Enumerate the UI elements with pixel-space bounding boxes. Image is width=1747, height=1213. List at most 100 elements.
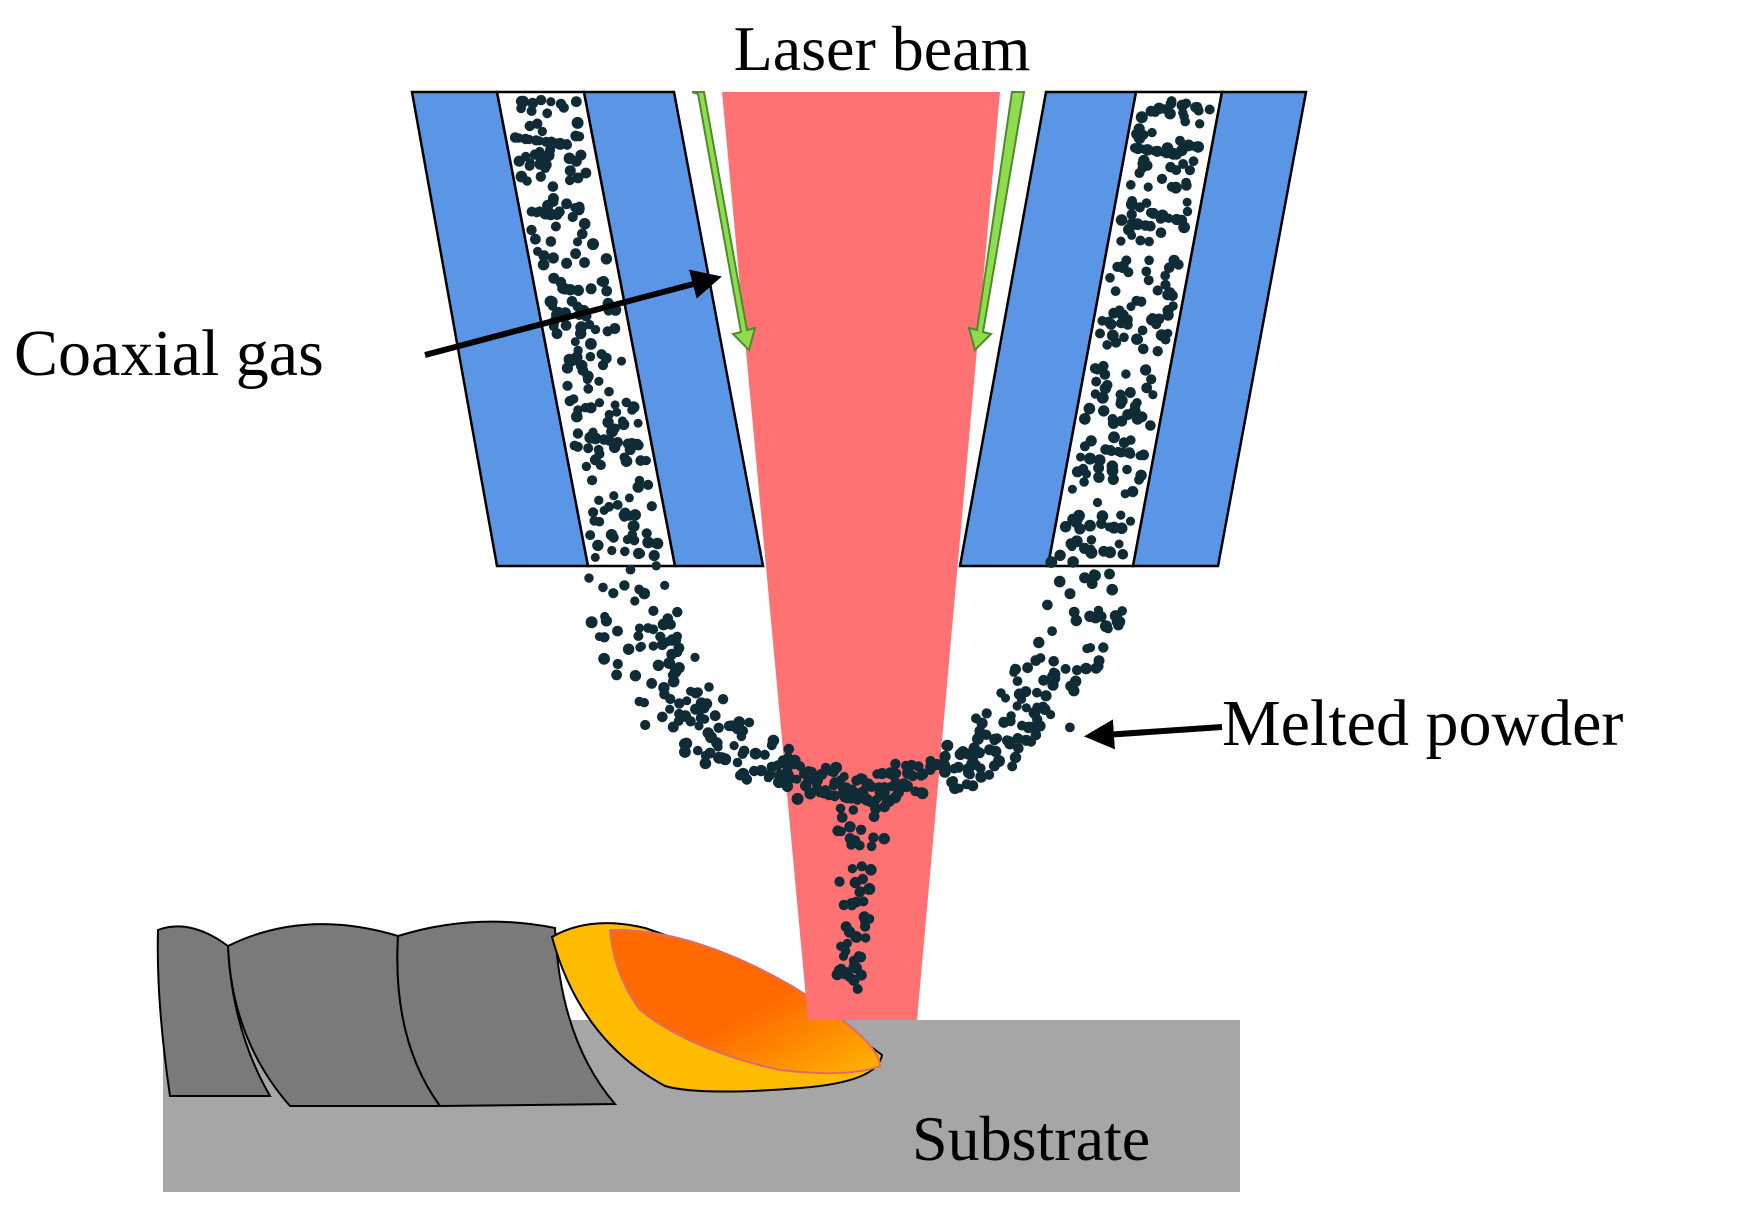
powder-particle [1141, 364, 1152, 375]
powder-particle [587, 475, 598, 486]
powder-particle [600, 253, 613, 265]
powder-particle [590, 552, 600, 562]
powder-particle [604, 386, 614, 397]
powder-particle [1037, 701, 1049, 713]
powder-particle [629, 670, 642, 682]
powder-particle [698, 702, 710, 714]
left-channel-powder [509, 94, 664, 562]
powder-particle [1125, 516, 1136, 526]
powder-particle [755, 764, 767, 777]
powder-particle [868, 832, 879, 843]
powder-particle [886, 782, 896, 792]
powder-particle [939, 766, 951, 778]
powder-particle [1095, 328, 1105, 339]
powder-particle [1166, 181, 1177, 192]
powder-particle [741, 774, 753, 785]
powder-particle [650, 538, 660, 549]
powder-particle [1178, 159, 1189, 169]
powder-particle [844, 821, 856, 833]
powder-particle [853, 788, 863, 798]
powder-particle [1127, 486, 1139, 498]
powder-particle [1093, 471, 1105, 483]
powder-particle [1014, 734, 1025, 744]
powder-particle [1152, 346, 1163, 357]
powder-particle [680, 737, 693, 750]
powder-particle [1168, 301, 1178, 311]
powder-particle [620, 455, 633, 468]
melted-powder-label: Melted powder [1222, 687, 1623, 760]
powder-particle [855, 824, 867, 835]
powder-particle [709, 710, 721, 722]
powder-particle [783, 743, 795, 755]
powder-particle [633, 631, 644, 641]
substrate-label: Substrate [912, 1103, 1150, 1174]
powder-particle [1133, 334, 1144, 345]
powder-particle [641, 528, 652, 539]
powder-particle [866, 781, 877, 792]
powder-particle [991, 733, 1003, 744]
powder-particle [1030, 655, 1042, 666]
powder-particle [577, 228, 588, 240]
powder-particle [1079, 477, 1089, 487]
powder-particle [1108, 307, 1120, 319]
powder-particle [1022, 662, 1033, 674]
left-gas-flow-arrow [691, 91, 757, 352]
powder-particle [1179, 111, 1189, 122]
powder-particle [1080, 413, 1091, 424]
powder-particle [836, 775, 846, 785]
powder-particle [1042, 599, 1053, 611]
powder-particle [588, 427, 598, 437]
powder-particle [1080, 662, 1092, 675]
powder-particle [732, 757, 743, 768]
powder-particle [773, 776, 785, 789]
right-nozzle-outer-wall [1131, 90, 1308, 568]
powder-particle [967, 780, 979, 792]
powder-particle [651, 561, 661, 571]
powder-particle [828, 781, 839, 791]
powder-particle [876, 768, 888, 780]
powder-particle [713, 722, 724, 733]
powder-particle [685, 716, 696, 727]
powder-particle [566, 296, 578, 307]
powder-particle [618, 418, 630, 431]
powder-particle [601, 285, 613, 297]
powder-particle [1089, 363, 1101, 374]
right-gas-flow-arrow [967, 91, 1026, 352]
powder-particle [848, 805, 859, 815]
powder-particle [939, 752, 950, 763]
powder-particle [1137, 325, 1148, 336]
powder-particle [1090, 662, 1102, 674]
powder-particle [1175, 135, 1185, 146]
powder-particle [570, 248, 581, 260]
melt-pool-core [608, 928, 882, 1075]
powder-particle [594, 495, 604, 505]
powder-stream [584, 556, 1127, 994]
powder-particle [570, 155, 582, 167]
powder-particle [1099, 382, 1112, 395]
powder-particle [1104, 546, 1116, 559]
powder-particle [892, 787, 904, 798]
powder-particle [1122, 409, 1134, 421]
powder-particle [881, 795, 892, 806]
powder-particle [1145, 420, 1156, 431]
powder-particle [585, 402, 597, 414]
powder-particle [608, 441, 621, 454]
powder-particle [1089, 569, 1099, 579]
powder-particle [579, 257, 590, 268]
powder-particle [594, 516, 605, 527]
powder-particle [571, 410, 583, 423]
powder-particle [1108, 521, 1120, 534]
powder-particle [1166, 96, 1177, 107]
powder-particle [1117, 606, 1127, 616]
powder-particle [564, 165, 576, 177]
powder-particle [571, 116, 584, 129]
powder-particle [624, 493, 634, 503]
powder-particle [590, 324, 601, 335]
powder-particle [1184, 165, 1195, 176]
powder-particle [1106, 460, 1119, 473]
powder-particle [1143, 275, 1154, 286]
powder-particle [569, 440, 580, 451]
powder-particle [1145, 220, 1156, 232]
powder-particle [625, 564, 636, 575]
powder-particle [583, 383, 594, 394]
